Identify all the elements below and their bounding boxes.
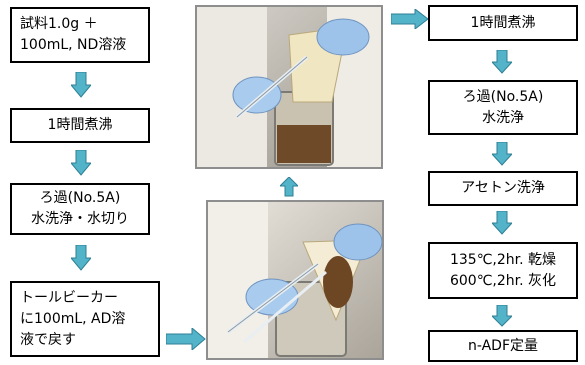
down-arrow-icon (492, 305, 512, 327)
step-box-filter-left: ろ過(No.5A) 水洗浄・水切り (10, 183, 150, 235)
step-text: 試料1.0g ＋ (20, 16, 98, 32)
step-box-filter-right: ろ過(No.5A) 水洗浄 (428, 80, 578, 135)
step-box-tall-beaker: トールビーカー に100mL, AD溶 液で戻す (10, 281, 160, 357)
step-box-boil-left: 1時間煮沸 (10, 108, 150, 143)
step-box-acetone: アセトン洗浄 (428, 171, 578, 206)
step-text: に100mL, AD溶 (20, 310, 126, 327)
step-box-n-adf: n-ADF定量 (428, 330, 578, 362)
step-text: ろ過(No.5A) (462, 88, 544, 105)
step-box-dry-ash: 135℃,2hr. 乾燥 600℃,2hr. 灰化 (428, 242, 578, 299)
down-arrow-icon (492, 50, 512, 74)
step-text: ろ過(No.5A) (39, 190, 121, 206)
down-arrow-icon (71, 245, 91, 271)
step-text: トールビーカー (20, 289, 118, 306)
up-arrow-icon (280, 177, 298, 197)
step-text: 100mL, ND溶液 (20, 37, 127, 53)
down-arrow-icon (71, 72, 91, 98)
photo-beaker-filter-sample (206, 200, 384, 360)
step-box-boil-right: 1時間煮沸 (428, 5, 578, 41)
step-text: アセトン洗浄 (461, 180, 545, 196)
down-arrow-icon (71, 150, 91, 176)
step-text: 1時間煮沸 (470, 14, 536, 31)
step-box-sample-nd: 試料1.0g ＋ 100mL, ND溶液 (10, 7, 150, 63)
step-text: 600℃,2hr. 灰化 (449, 272, 557, 289)
step-text: n-ADF定量 (467, 337, 539, 354)
right-arrow-icon (166, 328, 206, 350)
step-text: 135℃,2hr. 乾燥 (449, 251, 557, 268)
down-arrow-icon (492, 211, 512, 235)
step-text: 水洗浄 (482, 109, 524, 126)
step-text: 水洗浄・水切り (31, 211, 129, 227)
step-text: 1時間煮沸 (47, 117, 113, 133)
lab-photo-top-icon (197, 7, 381, 167)
lab-photo-bottom-icon (208, 202, 382, 358)
right-arrow-icon (391, 9, 429, 29)
photo-beaker-filter-pouring (195, 5, 383, 169)
step-text: 液で戻す (20, 331, 76, 348)
down-arrow-icon (492, 142, 512, 166)
